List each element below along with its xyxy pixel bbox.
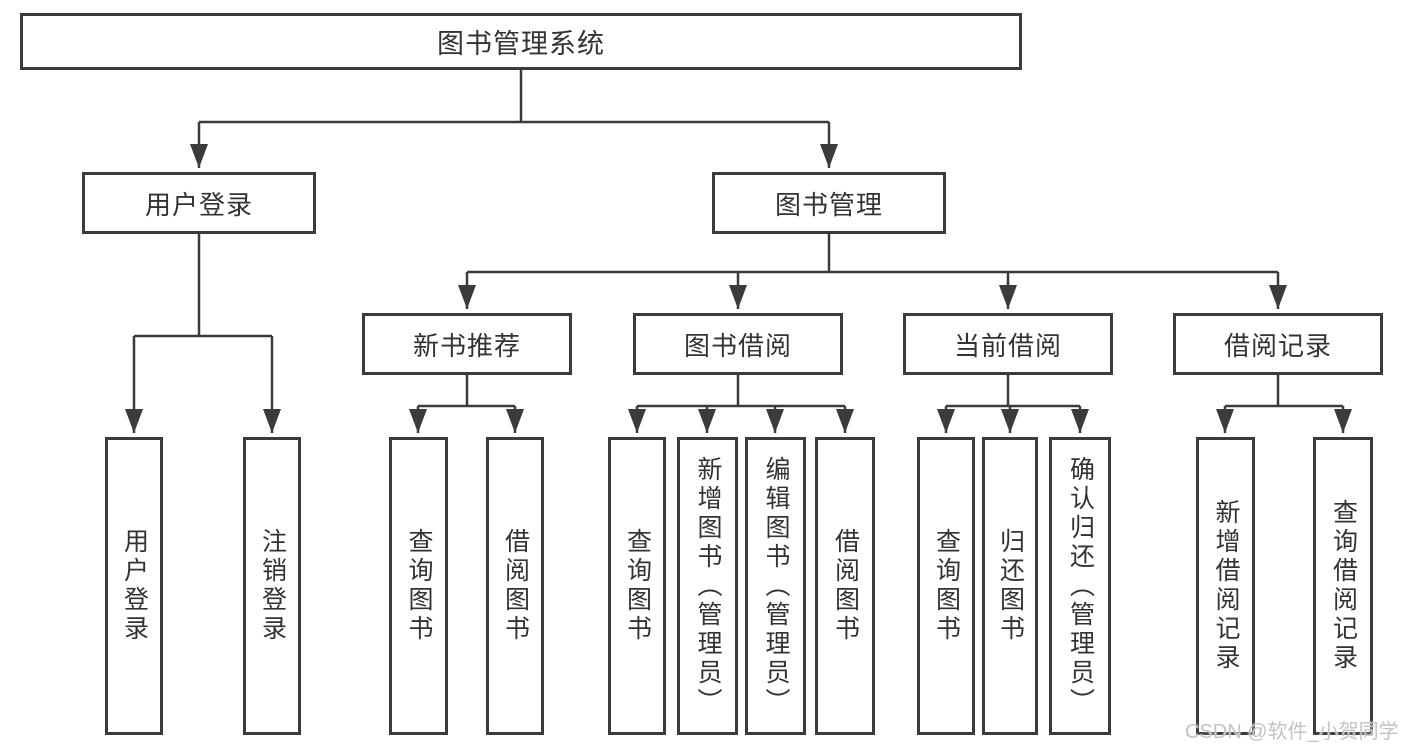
node-library-management-system: 图书管理系统 bbox=[20, 13, 1022, 70]
node-new-book-recommendation: 新书推荐 bbox=[362, 313, 572, 375]
node-current-borrowing: 当前借阅 bbox=[903, 313, 1113, 375]
csdn-watermark: CSDN @软件_小贺同学 bbox=[1185, 721, 1399, 743]
node-leaf-add-books-admin: 新增图书（管理员） bbox=[677, 437, 738, 735]
node-leaf-confirm-return-admin: 确认归还（管理员） bbox=[1049, 437, 1111, 735]
node-leaf-add-borrow-record: 新增借阅记录 bbox=[1196, 437, 1255, 735]
node-book-borrowing: 图书借阅 bbox=[633, 313, 843, 375]
node-leaf-edit-books-admin: 编辑图书（管理员） bbox=[745, 437, 806, 735]
node-user-login-module: 用户登录 bbox=[82, 172, 316, 234]
node-leaf-logout: 注销登录 bbox=[243, 437, 301, 735]
node-leaf-query-books-1: 查询图书 bbox=[389, 437, 448, 735]
node-leaf-query-books-2: 查询图书 bbox=[608, 437, 666, 735]
node-leaf-query-books-3: 查询图书 bbox=[917, 437, 975, 735]
node-borrowing-records: 借阅记录 bbox=[1173, 313, 1383, 375]
node-leaf-query-borrow-record: 查询借阅记录 bbox=[1313, 437, 1373, 735]
node-book-management-module: 图书管理 bbox=[712, 172, 946, 234]
node-leaf-borrow-books-2: 借阅图书 bbox=[815, 437, 875, 735]
node-leaf-user-login: 用户登录 bbox=[105, 437, 163, 735]
node-leaf-return-books: 归还图书 bbox=[982, 437, 1038, 735]
node-leaf-borrow-books-1: 借阅图书 bbox=[486, 437, 544, 735]
